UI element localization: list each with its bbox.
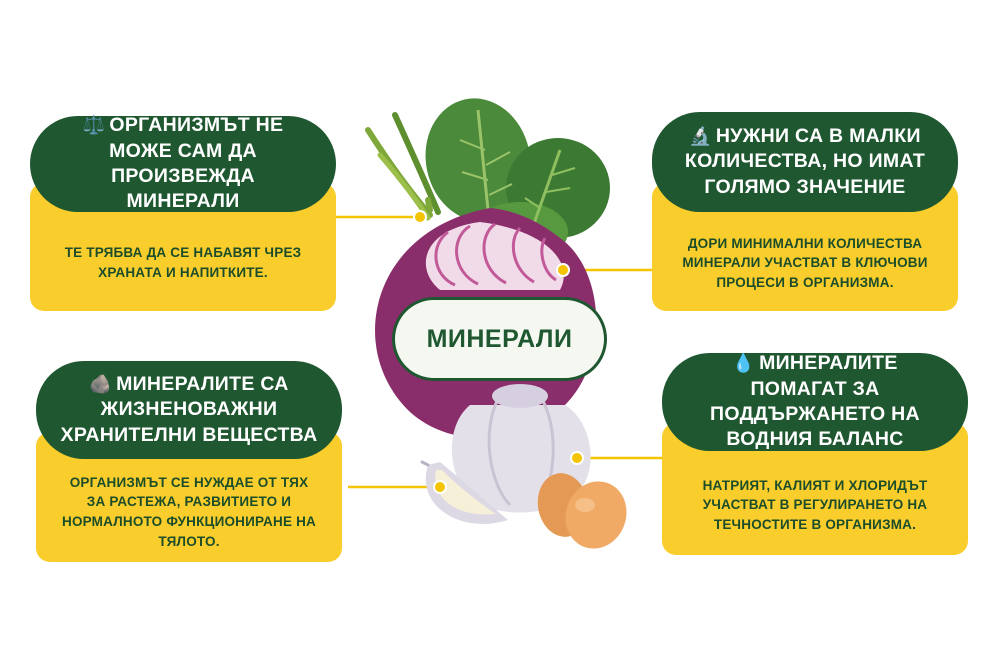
card-water-balance-header: 💧МИНЕРАЛИТЕ ПОМАГАТ ЗА ПОДДЪРЖАНЕТО НА В… <box>662 352 968 451</box>
garlic-clove-icon <box>420 460 508 524</box>
card-cannot-produce-title: ОРГАНИЗМЪТ НЕ МОЖЕ САМ ДА ПРОИЗВЕЖДА МИН… <box>109 114 284 213</box>
card-small-quantities-title: НУЖНИ СА В МАЛКИ КОЛИЧЕСТВА, НО ИМАТ ГОЛ… <box>684 124 926 198</box>
droplet-icon: 💧 <box>732 353 756 374</box>
center-title-badge: МИНЕРАЛИ <box>392 297 607 381</box>
card-water-balance-text: НАТРИЯТ, КАЛИЯТ И ХЛОРИДЪТ УЧАСТВАТ В РЕ… <box>702 477 928 532</box>
microscope-icon: 🔬 <box>689 125 712 146</box>
eggs-icon <box>537 473 627 549</box>
connector-dots <box>221 210 584 494</box>
rock-icon: 🪨 <box>89 373 113 394</box>
scales-icon: ⚖️ <box>82 115 106 136</box>
card-water-balance-title: МИНЕРАЛИТЕ ПОМАГАТ ЗА ПОДДЪРЖАНЕТО НА ВО… <box>710 352 920 451</box>
card-cannot-produce-text: ТЕ ТРЯБВА ДА СЕ НАБАВЯТ ЧРЕЗ ХРАНАТА И Н… <box>64 245 302 280</box>
card-cannot-produce-header: ⚖️ОРГАНИЗМЪТ НЕ МОЖЕ САМ ДА ПРОИЗВЕЖДА М… <box>30 114 336 213</box>
center-title: МИНЕРАЛИ <box>426 324 573 353</box>
card-vital-nutrients-title: МИНЕРАЛИТЕ СА ЖИЗНЕНОВАЖНИ ХРАНИТЕЛНИ ВЕ… <box>60 372 318 446</box>
card-small-quantities-header: 🔬НУЖНИ СА В МАЛКИ КОЛИЧЕСТВА, НО ИМАТ ГО… <box>652 112 958 212</box>
card-vital-nutrients-header: 🪨МИНЕРАЛИТЕ СА ЖИЗНЕНОВАЖНИ ХРАНИТЕЛНИ В… <box>36 361 342 459</box>
card-small-quantities-text: ДОРИ МИНИМАЛНИ КОЛИЧЕСТВА МИНЕРАЛИ УЧАСТ… <box>682 235 928 290</box>
spinach-leaves-icon <box>425 98 610 262</box>
card-vital-nutrients-text: ОРГАНИЗМЪТ СЕ НУЖДАЕ ОТ ТЯХ ЗА РАСТЕЖА, … <box>62 474 317 549</box>
